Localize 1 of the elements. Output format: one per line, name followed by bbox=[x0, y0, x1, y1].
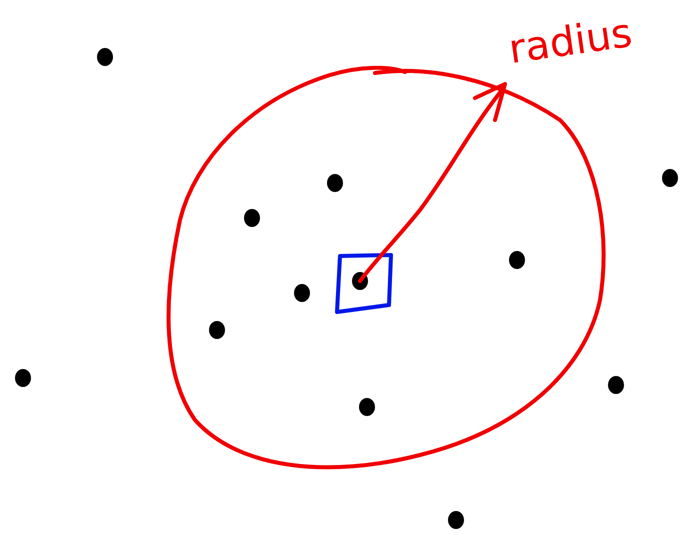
radius-label: radius bbox=[506, 13, 634, 70]
